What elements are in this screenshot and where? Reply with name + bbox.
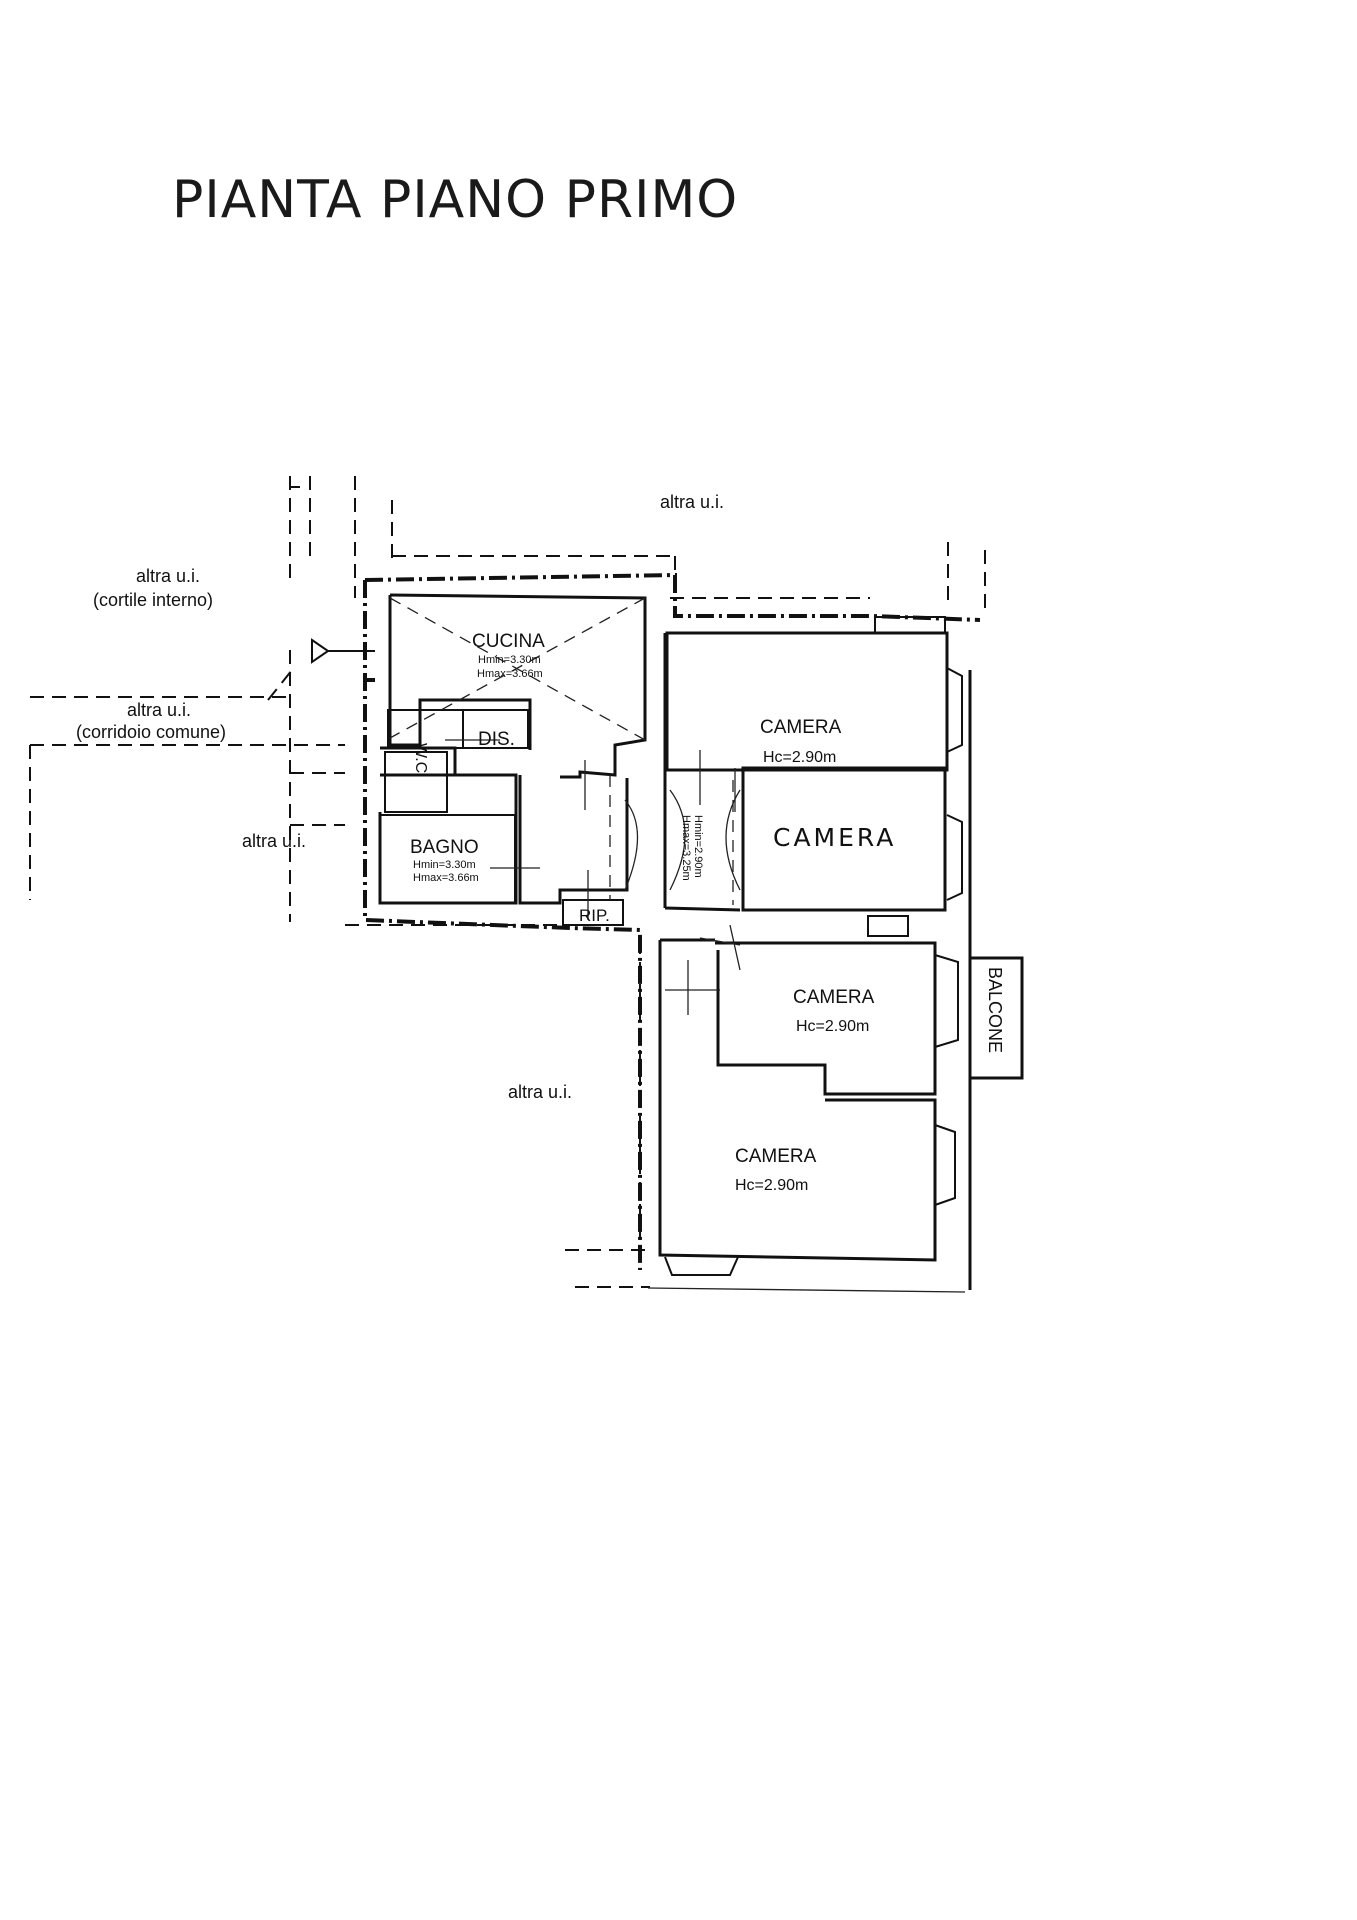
page-title: PIANTA PIANO PRIMO xyxy=(172,170,739,230)
label-cortile-interno: (cortile interno) xyxy=(93,590,213,610)
room-balcone-name: BALCONE xyxy=(985,967,1005,1053)
room-cucina-hmax: Hmax=3.66m xyxy=(477,668,543,680)
label-altra-bottom: altra u.i. xyxy=(508,1082,572,1102)
room-camera-2-name: CAMERA xyxy=(773,823,896,852)
room-labels: CUCINA Hmin=3.30m Hmax=3.66m DIS. W.C. B… xyxy=(410,631,1005,1194)
room-camera-3-height: Hc=2.90m xyxy=(796,1018,869,1035)
room-corridor-hmax: Hmax=3.25m xyxy=(680,815,692,881)
label-altra-corridoio: altra u.i. xyxy=(127,700,191,720)
label-altra-cortile: altra u.i. xyxy=(136,566,200,586)
room-bagno-name: BAGNO xyxy=(410,837,479,858)
room-cucina-name: CUCINA xyxy=(472,631,545,652)
room-bagno-hmin: Hmin=3.30m xyxy=(413,859,476,871)
room-cucina-hmin: Hmin=3.30m xyxy=(478,654,541,666)
context-labels: altra u.i. altra u.i. (cortile interno) … xyxy=(76,492,724,1102)
label-altra-top: altra u.i. xyxy=(660,492,724,512)
label-corridoio-comune: (corridoio comune) xyxy=(76,722,226,742)
drawing-details xyxy=(389,597,741,1015)
property-boundary xyxy=(363,572,981,1270)
room-dis-name: DIS. xyxy=(478,729,515,750)
room-corridor-hmin: Hmin=2.90m xyxy=(692,815,704,878)
room-bagno-hmax: Hmax=3.66m xyxy=(413,872,479,884)
room-camera-4-height: Hc=2.90m xyxy=(735,1177,808,1194)
room-rip-name: RIP. xyxy=(579,906,610,925)
walls xyxy=(378,593,1024,1290)
room-camera-1-name: CAMERA xyxy=(760,717,842,738)
room-camera-3-name: CAMERA xyxy=(793,987,875,1008)
room-wc-name: W.C. xyxy=(412,743,429,778)
label-altra-left: altra u.i. xyxy=(242,831,306,851)
room-camera-4-name: CAMERA xyxy=(735,1146,817,1167)
room-camera-1-height: Hc=2.90m xyxy=(763,749,836,766)
